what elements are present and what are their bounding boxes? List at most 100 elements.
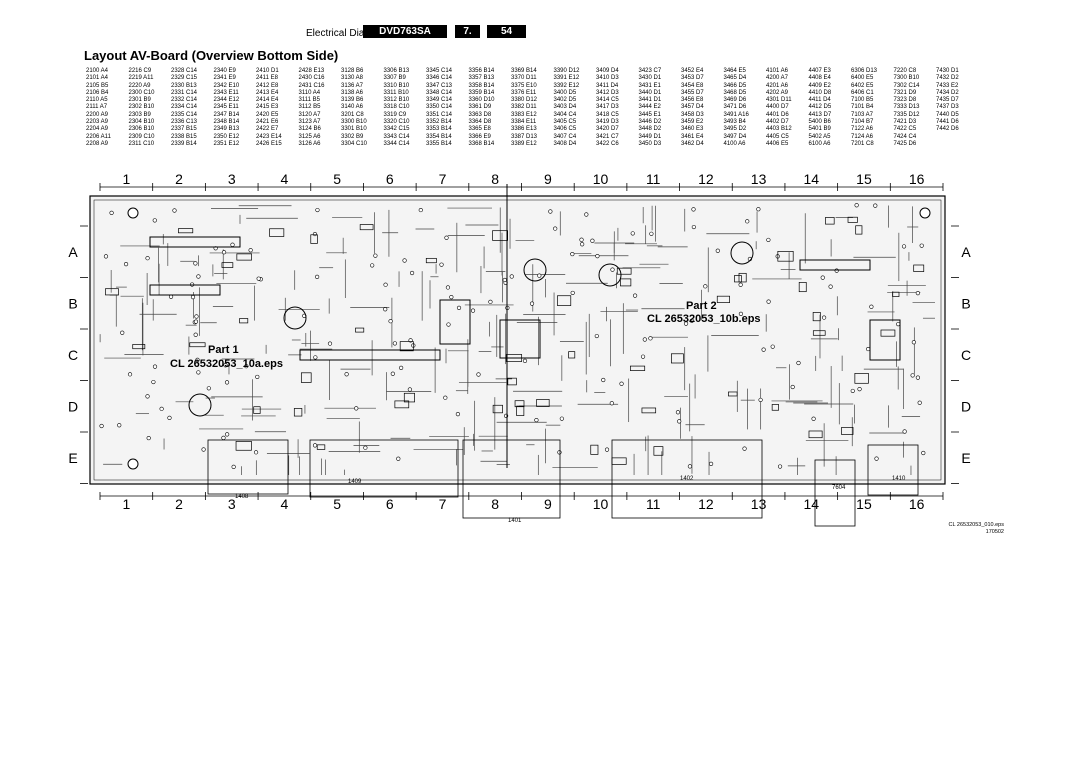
grid-col-label-bottom: 14 <box>803 496 819 512</box>
pcb-pad <box>444 235 449 240</box>
pcb-pad <box>194 314 199 319</box>
index-entry: 3445 E1 <box>638 111 661 118</box>
index-entry: 3468 D5 <box>723 89 747 96</box>
index-entry: 4412 D5 <box>808 104 832 111</box>
smd-component <box>536 399 550 407</box>
pcb-pad <box>167 415 172 420</box>
index-entry: 7103 A7 <box>851 111 874 118</box>
index-entry: 7300 B10 <box>893 75 920 82</box>
pcb-pad <box>921 450 926 456</box>
index-entry: 2204 A9 <box>86 126 109 133</box>
pcb-pad <box>758 397 763 403</box>
smd-component <box>847 216 858 223</box>
pcb-pad <box>703 284 708 289</box>
index-entry: 7124 A6 <box>851 133 874 140</box>
pcb-pad <box>901 244 907 249</box>
index-entry: 4200 A7 <box>766 75 789 82</box>
smd-component <box>253 406 261 414</box>
index-entry: 3126 A6 <box>298 140 321 147</box>
index-entry: 3497 D4 <box>723 133 747 140</box>
grid-row-label-right: E <box>961 450 970 466</box>
index-entry: 3354 B14 <box>426 133 452 140</box>
index-entry: 3357 B13 <box>468 75 495 82</box>
pcb-pad <box>223 363 228 368</box>
grid-col-label-top: 15 <box>856 171 872 187</box>
smd-component <box>825 217 835 225</box>
mounting-hole <box>919 207 931 219</box>
pcb-pad <box>761 347 766 352</box>
pcb-pad <box>327 341 333 346</box>
connector-outline <box>207 439 289 495</box>
grid-col-label-bottom: 9 <box>544 496 552 512</box>
smd-component <box>507 377 517 386</box>
index-entry: 3310 B10 <box>383 82 410 89</box>
pcb-pad <box>821 315 827 320</box>
index-entry: 2428 E13 <box>298 68 325 74</box>
part1-title: Part 1 <box>208 344 239 356</box>
index-entry: 3201 C8 <box>341 111 364 118</box>
pcb-pad <box>745 219 750 224</box>
grid-col-label-bottom: 5 <box>333 496 341 512</box>
index-entry: 2111 A7 <box>86 104 108 111</box>
index-entry: 2342 E10 <box>213 82 240 89</box>
pcb-pad <box>854 203 859 208</box>
pcb-pad <box>193 332 198 337</box>
grid-col-label-top: 10 <box>593 171 609 187</box>
pcb-pad <box>522 358 528 363</box>
pcb-pad <box>915 291 920 296</box>
pcb-pad <box>609 401 614 406</box>
index-entry: 3455 D7 <box>681 89 704 96</box>
index-entry: 3128 B6 <box>341 68 364 74</box>
smd-component <box>812 312 821 322</box>
index-entry: 3351 C14 <box>426 111 453 118</box>
pcb-pad <box>917 400 922 405</box>
grid-row-label-right: B <box>961 295 970 311</box>
pcb-pad <box>315 274 320 279</box>
index-entry: 2423 E14 <box>256 133 282 140</box>
index-entry: 3459 E2 <box>681 119 704 126</box>
pcb-pad <box>399 365 404 371</box>
grid-col-label-top: 3 <box>228 171 236 187</box>
pcb-pad <box>195 357 200 362</box>
smd-component <box>777 251 794 262</box>
index-entry: 2413 E4 <box>256 89 279 96</box>
index-entry: 3410 D3 <box>596 75 619 82</box>
pcb-pad <box>579 237 584 242</box>
ic-package <box>149 284 221 296</box>
index-entry: 2350 E12 <box>213 133 240 140</box>
index-entry: 3450 D3 <box>638 140 662 147</box>
pcb-pad <box>742 446 747 451</box>
index-entry: 2220 A9 <box>128 82 151 89</box>
smd-component <box>620 278 632 287</box>
ic-package <box>799 259 871 271</box>
index-entry: 4405 C5 <box>766 133 789 140</box>
index-entry: 3386 E13 <box>511 126 537 133</box>
smd-component <box>855 225 863 235</box>
index-entry: 4201 A6 <box>766 82 789 89</box>
grid-col-label-top: 13 <box>751 171 767 187</box>
pcb-pad <box>640 354 646 359</box>
index-entry: 7442 D6 <box>936 126 959 133</box>
index-entry: 7101 B4 <box>851 104 874 111</box>
ic-package <box>149 236 241 248</box>
index-entry: 3307 B9 <box>383 75 406 82</box>
pcb-pad <box>570 290 575 296</box>
grid-col-label-top: 9 <box>544 171 552 187</box>
mounting-hole <box>127 207 139 219</box>
pcb-pad <box>470 308 476 313</box>
index-entry: 2344 E12 <box>213 97 240 104</box>
smd-component <box>514 400 525 408</box>
pcb-pad <box>537 273 542 278</box>
index-entry: 2421 E6 <box>256 119 279 126</box>
pcb-pad <box>488 299 493 304</box>
index-entry: 7302 C14 <box>893 82 920 89</box>
pcb-board <box>89 184 946 485</box>
index-entry: 3123 A7 <box>298 119 321 126</box>
pcb-pad <box>409 270 415 276</box>
pcb-pad <box>123 262 129 267</box>
pcb-pad <box>534 418 539 423</box>
